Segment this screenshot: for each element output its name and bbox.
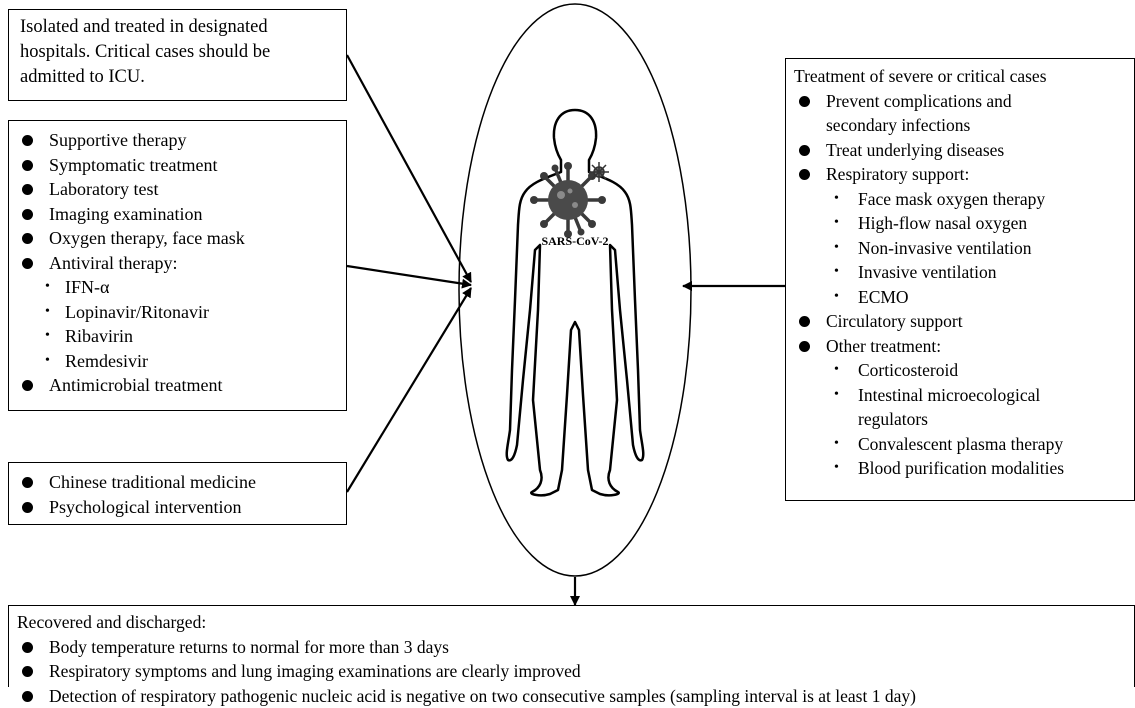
sub-list-item: Blood purification modalities: [786, 456, 1134, 481]
arrow-bottom-left: [347, 288, 471, 492]
list-item: Laboratory test: [9, 177, 346, 202]
sub-list-item: Face mask oxygen therapy: [786, 187, 1134, 212]
list-item: Antiviral therapy:: [9, 251, 346, 276]
general-treatment-box: Supportive therapy Symptomatic treatment…: [8, 120, 347, 411]
list-item: Body temperature returns to normal for m…: [9, 635, 1134, 660]
sub-list-item: Non-invasive ventilation: [786, 236, 1134, 261]
list-item: Detection of respiratory pathogenic nucl…: [9, 684, 1134, 708]
list-item: Treat underlying diseases: [786, 138, 1134, 163]
severe-cases-box: Treatment of severe or critical cases Pr…: [785, 58, 1135, 501]
patient-ellipse: [459, 4, 691, 576]
sub-list-item: Lopinavir/Ritonavir: [9, 300, 346, 325]
sub-list-item: IFN-α: [9, 275, 346, 300]
list-item: Chinese traditional medicine: [9, 470, 346, 495]
sub-list-item: Intestinal microecological: [786, 383, 1134, 408]
list-item: Prevent complications and: [786, 89, 1134, 114]
list-item: Antimicrobial treatment: [9, 373, 346, 398]
list-item: Respiratory symptoms and lung imaging ex…: [9, 659, 1134, 684]
list-item: Imaging examination: [9, 202, 346, 227]
arrow-mid-left: [347, 266, 471, 285]
sub-list-item: High-flow nasal oxygen: [786, 211, 1134, 236]
list-item-continuation: secondary infections: [786, 113, 1134, 138]
sub-list-item: ECMO: [786, 285, 1134, 310]
sub-list-item-continuation: regulators: [786, 407, 1134, 432]
list-item: Other treatment:: [786, 334, 1134, 359]
list-item: Oxygen therapy, face mask: [9, 226, 346, 251]
sub-list-item: Convalescent plasma therapy: [786, 432, 1134, 457]
sub-list-item: Remdesivir: [9, 349, 346, 374]
human-body-outline: [507, 110, 644, 495]
list-item: Psychological intervention: [9, 495, 346, 520]
sub-list-item: Invasive ventilation: [786, 260, 1134, 285]
small-virus-icon: [589, 162, 609, 182]
virus-label: SARS-CoV-2: [541, 234, 608, 248]
list-item: Circulatory support: [786, 309, 1134, 334]
isolation-line-2: hospitals. Critical cases should be: [20, 40, 338, 65]
isolation-box: Isolated and treated in designated hospi…: [8, 9, 347, 101]
discharge-title: Recovered and discharged:: [9, 610, 1134, 635]
severe-cases-title: Treatment of severe or critical cases: [786, 64, 1134, 89]
isolation-line-1: Isolated and treated in designated: [20, 15, 338, 40]
arrow-top-left: [347, 55, 471, 282]
sub-list-item: Corticosteroid: [786, 358, 1134, 383]
list-item: Respiratory support:: [786, 162, 1134, 187]
list-item: Supportive therapy: [9, 128, 346, 153]
sub-list-item: Ribavirin: [9, 324, 346, 349]
tcm-box: Chinese traditional medicine Psychologic…: [8, 462, 347, 525]
isolation-line-3: admitted to ICU.: [20, 65, 338, 90]
discharge-box: Recovered and discharged: Body temperatu…: [8, 605, 1135, 687]
list-item: Symptomatic treatment: [9, 153, 346, 178]
